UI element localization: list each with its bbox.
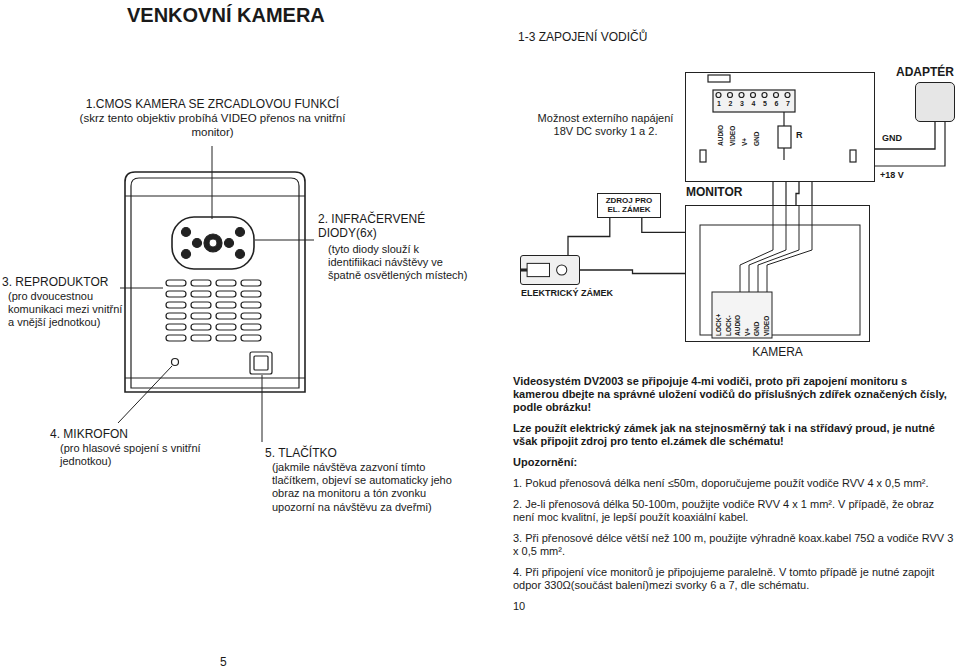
camera-terminals <box>700 205 860 338</box>
signal-name: AUDIO <box>717 125 725 146</box>
node-label: ZDROJ PRO EL. ZÁMEK <box>601 196 657 214</box>
notes-column: Videosystém DV2003 se připojuje 4-mi vod… <box>513 375 955 621</box>
signal-name: LOCK- <box>725 315 733 336</box>
signal-name: VIDEO <box>763 316 771 336</box>
callout-text: (pro dvoucestnou komunikaci mezi vnitřní… <box>8 290 123 330</box>
resistor-label: R <box>796 130 808 141</box>
monitor-box: MONITOR <box>685 72 875 182</box>
wire-label: +18 V <box>880 170 930 181</box>
note-paragraph: Upozornění: <box>513 456 955 469</box>
wire-connector <box>642 218 685 232</box>
camera-box: KAMERA <box>685 205 870 342</box>
wire-label: GND <box>882 133 922 144</box>
terminal-number: 2 <box>726 100 736 108</box>
wire-connector <box>580 270 685 274</box>
power-supply-box: ZDROJ PRO EL. ZÁMEK <box>597 193 661 218</box>
note-paragraph: Lze použít elektrický zámek jak na stejn… <box>513 422 955 448</box>
wire-connector <box>796 182 799 205</box>
note-item: 4. Při připojení více monitorů je připoj… <box>513 566 955 592</box>
signal-name: AUDIO <box>734 315 742 336</box>
supply-note: Možnost externího napájení 18V DC svorky… <box>533 112 678 138</box>
signal-name: VIDEO <box>729 126 737 146</box>
wire-connector <box>875 122 935 149</box>
notes-heading: 1. Pokud přenosová délka není ≤50m, dopo… <box>513 477 955 490</box>
callout-title: 2. INFRAČERVENÉ DIODY(6x) <box>318 212 468 241</box>
terminal-number: 7 <box>783 100 793 108</box>
note-item: 3. Při přenosové délce větší než 100 m, … <box>513 532 955 558</box>
callout-title: 3. REPRODUKTOR <box>2 275 127 289</box>
note-item: 2. Je-li přenosová délka 50-100m, použij… <box>513 498 955 524</box>
note-paragraph: Videosystém DV2003 se připojuje 4-mi vod… <box>513 375 955 414</box>
terminal-number: 1 <box>714 100 724 108</box>
page-title: VENKOVNÍ KAMERA <box>127 4 325 27</box>
node-heading: ADAPTÉR <box>896 65 954 79</box>
signal-name: GND <box>753 132 761 146</box>
node-heading: MONITOR <box>686 185 742 199</box>
electric-lock: ELEKTRICKÝ ZÁMEK <box>520 255 580 285</box>
signal-name: LOCK+ <box>715 314 723 336</box>
page-number: 5 <box>220 655 250 669</box>
leader-lines <box>118 146 314 442</box>
camera-drawing <box>125 172 305 392</box>
signal-name: GND <box>753 322 761 336</box>
section-heading: 1-3 ZAPOJENÍ VODIČŮ <box>518 30 718 44</box>
signal-name: V+ <box>741 138 749 146</box>
wire-connector <box>568 218 610 255</box>
callout-text: (jakmile návštěva zazvoní tímto tlačítke… <box>272 461 467 514</box>
terminal-number: 3 <box>737 100 747 108</box>
signal-name: V+ <box>744 328 752 336</box>
callout-title: 5. TLAČÍTKO <box>265 446 465 460</box>
callout-text: (skrz tento objektiv probíhá VIDEO přeno… <box>75 112 350 140</box>
terminal-number: 6 <box>772 100 782 108</box>
terminal-number: 4 <box>749 100 759 108</box>
callout-title: 4. MIKROFON <box>50 427 210 441</box>
terminal-number: 5 <box>760 100 770 108</box>
note-item: 10 <box>513 600 955 613</box>
callout-text: (tyto diody slouží k identifiikaci návšt… <box>328 243 468 283</box>
callout-text: (pro hlasové spojení s vnitřní jednotkou… <box>60 442 210 468</box>
adapter-box: ADAPTÉR <box>915 82 955 122</box>
node-heading: ELEKTRICKÝ ZÁMEK <box>521 288 613 298</box>
node-heading: KAMERA <box>752 345 803 359</box>
lock-symbol <box>521 256 579 284</box>
callout-title: 1.CMOS KAMERA SE ZRCADLOVOU FUNKCÍ <box>75 97 350 111</box>
